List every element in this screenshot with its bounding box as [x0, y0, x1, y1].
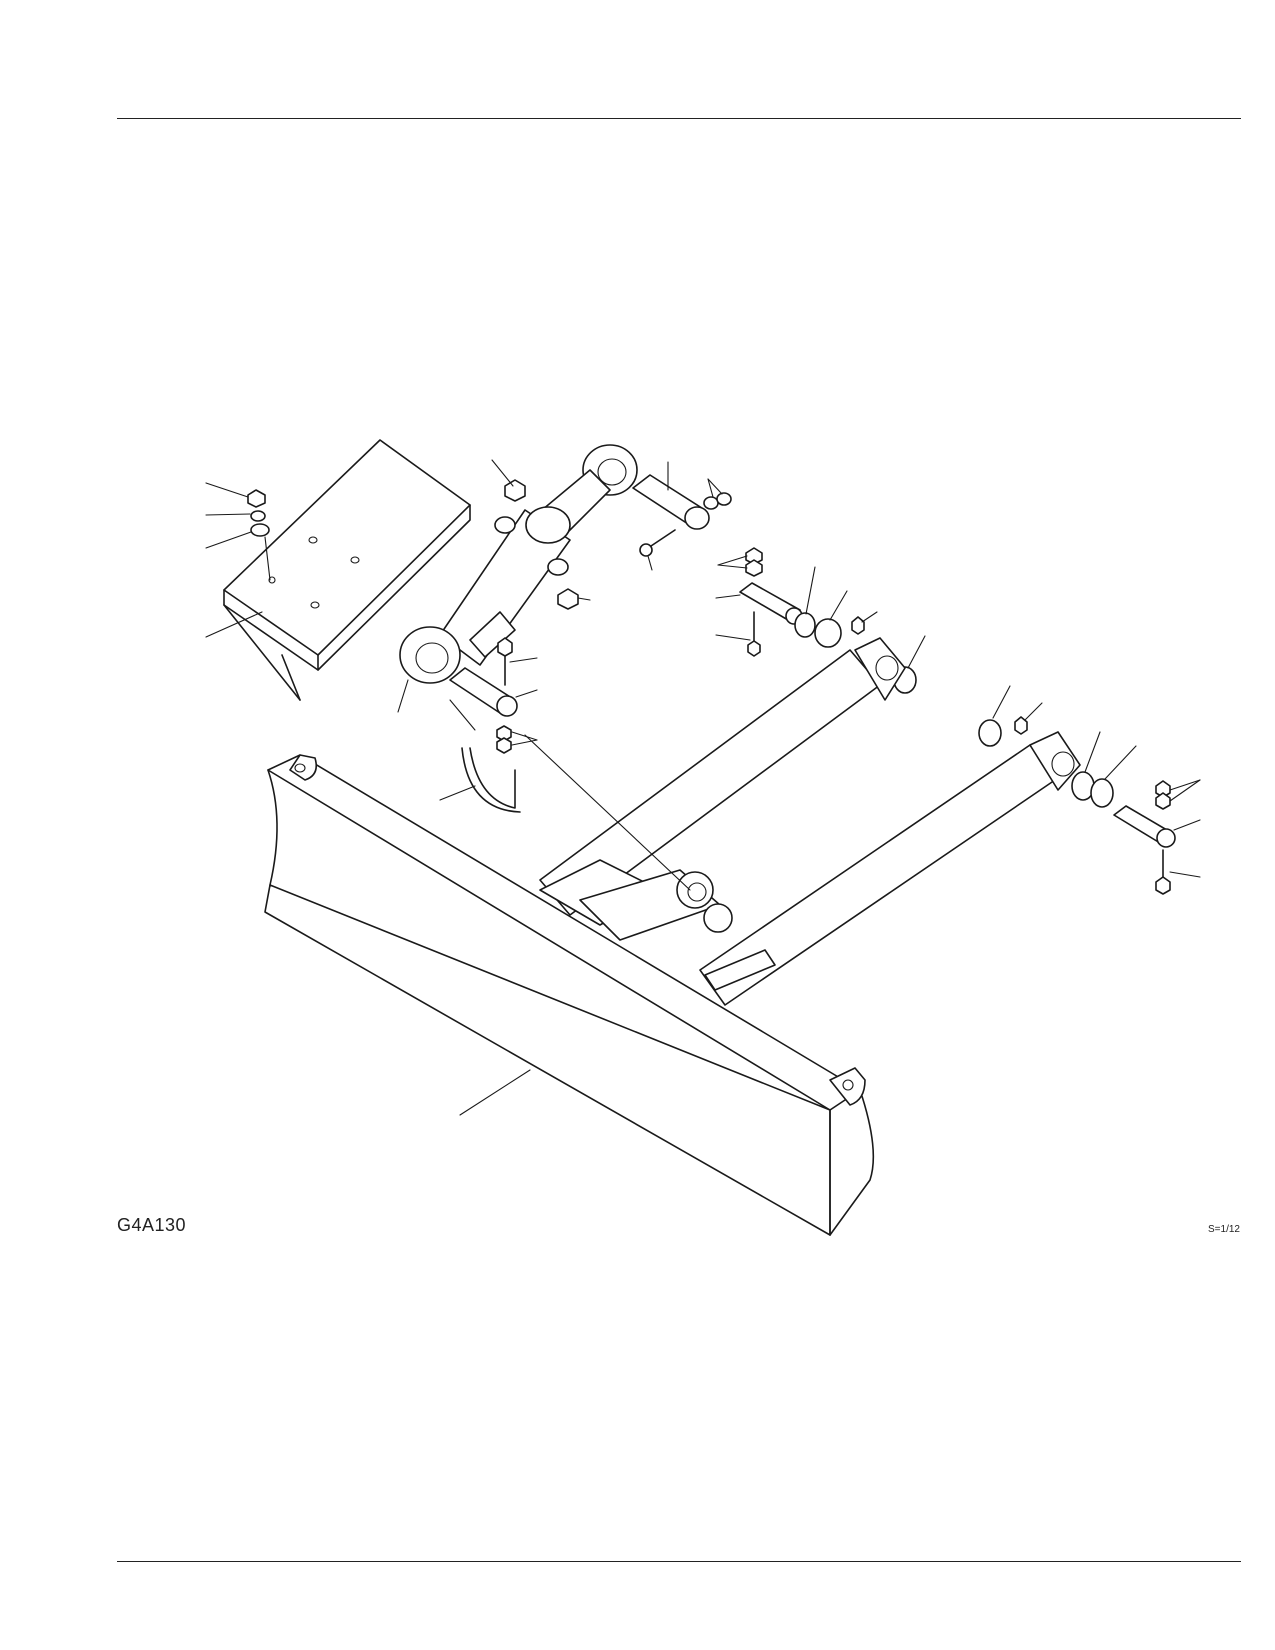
header-rule: [117, 118, 1241, 119]
push-frame-arms: [539, 637, 1081, 1006]
left-arm-hardware: [715, 547, 926, 694]
cover-plate: [223, 439, 471, 701]
footer-rule: [117, 1561, 1241, 1562]
hydraulic-cylinder: [399, 444, 638, 684]
scale-label: S=1/12: [1208, 1224, 1240, 1235]
lower-pin-and-hose: [397, 637, 538, 813]
cylinder-fittings: [491, 459, 591, 610]
top-pin: [632, 461, 732, 571]
dozer-blade: [264, 754, 875, 1236]
right-arm-hardware: [978, 685, 1201, 895]
cover-hardware: [205, 482, 271, 638]
center-pivot: [524, 734, 776, 991]
figure-id-label: G4A130: [117, 1215, 187, 1235]
